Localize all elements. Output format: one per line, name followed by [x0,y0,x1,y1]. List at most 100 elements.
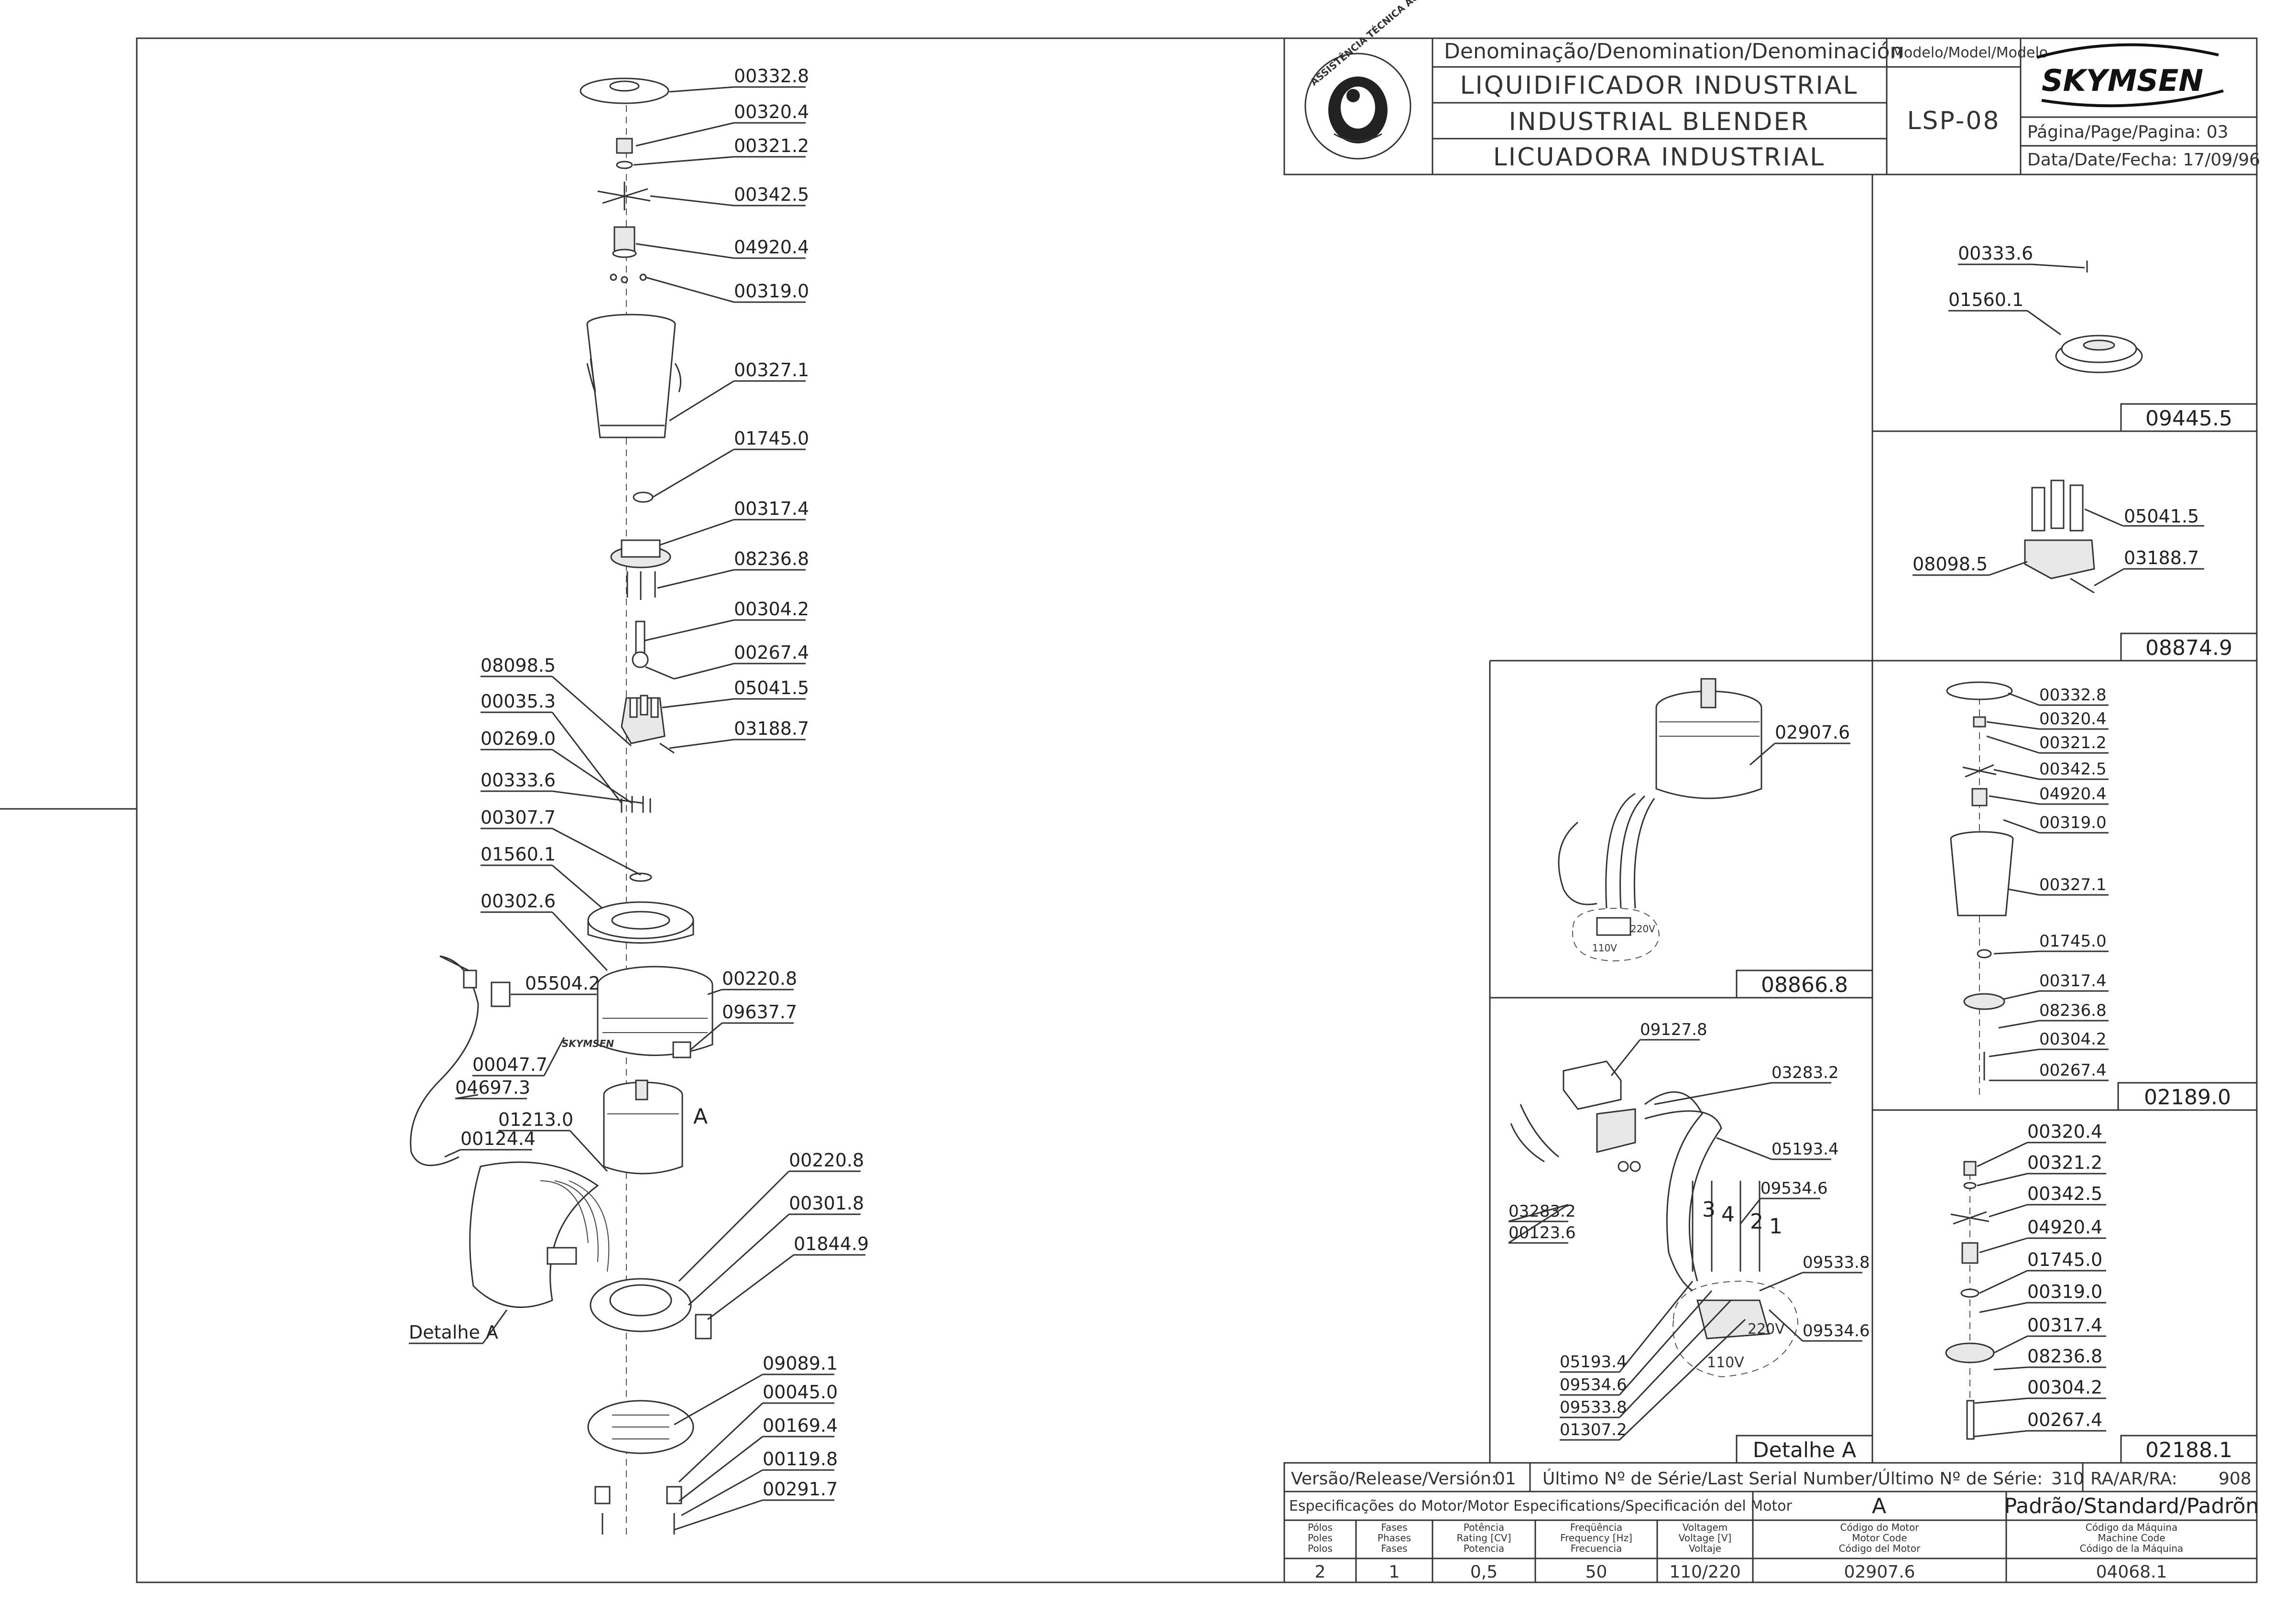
main-callout-01213-0: 01213.0 [498,1109,573,1130]
footer-col-value: 50 [1585,1562,1607,1582]
jar-part [586,314,682,438]
detail-a-circle [469,1161,599,1308]
coupling-part [612,226,637,258]
detail-a-labels: 09127.803283.205193.409534.609533.809534… [1508,1020,1870,1441]
main-callout-05504-2: 05504.2 [525,973,600,994]
feet-parts [594,1486,682,1535]
svg-text:02189.0: 02189.0 [2144,1085,2231,1110]
main-callout-00119-8: 00119.8 [763,1449,838,1470]
svg-text:4: 4 [1721,1202,1735,1227]
serial-label: Último Nº de Série/Last Serial Number/Úl… [1542,1469,2043,1489]
callout-detail-5: 09534.6 [1803,1321,1870,1340]
housing-part [597,966,713,1056]
footer-col-header: Potência [1464,1522,1504,1533]
callout-02188-3: 04920.4 [2027,1217,2102,1238]
terminal-block-part [547,1247,577,1265]
version-value: 01 [1494,1469,1516,1489]
svg-text:2: 2 [1750,1209,1763,1234]
svg-text:220V: 220V [1630,923,1655,935]
ra-value: 908 [2219,1469,2252,1489]
main-callout-00333-6: 00333.6 [481,770,556,791]
coupler-block-part [621,695,675,754]
main-callout-00035-3: 00035.3 [481,691,556,712]
footer-col-header: Freqüência [1570,1522,1622,1533]
footer-col-header: Fases [1381,1522,1407,1533]
svg-text:03188.7: 03188.7 [2124,547,2199,568]
main-callout-00269-0: 00269.0 [481,728,556,749]
footer-col-header: Código da Máquina [2086,1522,2177,1533]
main-callout-05041-5: 05041.5 [734,677,809,698]
svg-text:220V: 220V [1748,1321,1785,1338]
detail-a-label: Detalhe A [409,1322,498,1343]
footer-col-header: Frequency [Hz] [1560,1532,1632,1544]
callout-02189-1: 00320.4 [2039,709,2107,729]
main-callout-00267-4: 00267.4 [734,642,809,663]
service-seal-logo: ASSISTÊNCIA TÉCNICA AUTORIZADA [1304,0,1464,160]
main-callout-00169-4: 00169.4 [763,1415,838,1436]
callout-02189-0: 00332.8 [2039,686,2107,705]
main-callout-04697-3: 04697.3 [455,1077,530,1098]
main-callout-00304-2: 00304.2 [734,599,809,620]
standard-label: Padrão/Standard/Padrõn [2004,1494,2259,1518]
denomination-header: Denominação/Denomination/Denominación [1444,39,1903,64]
model-header: Modelo/Model/Modelo [1891,44,2048,61]
footer-col-header: Poles [1308,1532,1333,1544]
callout-02188-7: 08236.8 [2027,1346,2102,1367]
main-callout-09637-7: 09637.7 [722,1002,797,1023]
shaft-part [632,621,675,680]
callout-02189-4: 04920.4 [2039,784,2107,804]
panel-02188-labels: 00320.400321.200342.504920.401745.000319… [1973,1121,2106,1438]
main-callout-01844-9: 01844.9 [794,1233,869,1254]
base-plate-part [590,1278,692,1332]
svg-text:09445.5: 09445.5 [2145,406,2232,431]
callout-detail-8: 05193.4 [1560,1352,1627,1372]
sticker-part [672,1041,691,1058]
footer-col-value: 0,5 [1470,1562,1498,1582]
callout-02189-9: 08236.8 [2039,1001,2107,1020]
callout-detail-1: 03283.2 [1771,1063,1839,1082]
main-callout-00291-7: 00291.7 [763,1479,838,1500]
ra-label: RA/AR/RA: [2090,1469,2177,1489]
main-callout-00332-8: 00332.8 [734,65,809,87]
callout-02189-5: 00319.0 [2039,813,2107,832]
footer-col-value: 1 [1389,1562,1400,1582]
name-es: LICUADORA INDUSTRIAL [1493,143,1825,172]
svg-text:3: 3 [1702,1198,1716,1222]
bottom-plate-part [587,1400,694,1454]
svg-text:ASSISTÊNCIA TÉCNICA AUTORIZADA: ASSISTÊNCIA TÉCNICA AUTORIZADA [1308,0,1464,88]
svg-text:05041.5: 05041.5 [2124,506,2199,527]
footer-col-header: Código do Motor [1840,1522,1920,1533]
main-callout-00327-1: 00327.1 [734,359,809,381]
main-callout-00320-4: 00320.4 [734,101,809,122]
svg-text:Detalhe A: Detalhe A [1753,1438,1856,1462]
lid-part [579,77,669,104]
footer-col-header: Potencia [1464,1543,1504,1554]
footer-col-header: Código de la Máquina [2080,1543,2184,1554]
main-callout-00220-8: 00220.8 [789,1150,864,1171]
main-callout-00321-2: 00321.2 [734,135,809,156]
callout-detail-7: 00123.6 [1509,1223,1576,1242]
page-label: Página/Page/Pagina: 03 [2027,122,2229,142]
main-callout-00045-0: 00045.0 [763,1382,838,1403]
blade-part [597,182,651,210]
base-flange-part [610,539,671,568]
main-callout-01745-0: 01745.0 [734,428,809,449]
footer-col-header: Machine Code [2098,1532,2165,1544]
footer-columns: PólosPolesPolos2FasesPhasesFases1Potênci… [1308,1522,2183,1582]
seal-ring-part [633,491,654,503]
panel-09445: 00333.6 01560.1 09445.5 [1948,243,2258,432]
motor-variant: A [1872,1494,1886,1518]
main-callout-00319-0: 00319.0 [734,281,809,302]
callout-02188-8: 00304.2 [2027,1377,2102,1398]
nut-part [616,138,633,154]
name-en: INDUSTRIAL BLENDER [1509,108,1809,136]
callout-02189-3: 00342.5 [2039,760,2107,779]
main-callout-08236-8: 08236.8 [734,548,809,569]
callout-02188-4: 01745.0 [2027,1249,2102,1270]
main-callout-08098-5: 08098.5 [481,655,556,676]
label-plate-part [491,981,511,1007]
footer-col-header: Rating [CV] [1456,1532,1511,1544]
main-callout-00302-6: 00302.6 [481,891,556,912]
callout-02189-10: 00304.2 [2039,1030,2107,1049]
